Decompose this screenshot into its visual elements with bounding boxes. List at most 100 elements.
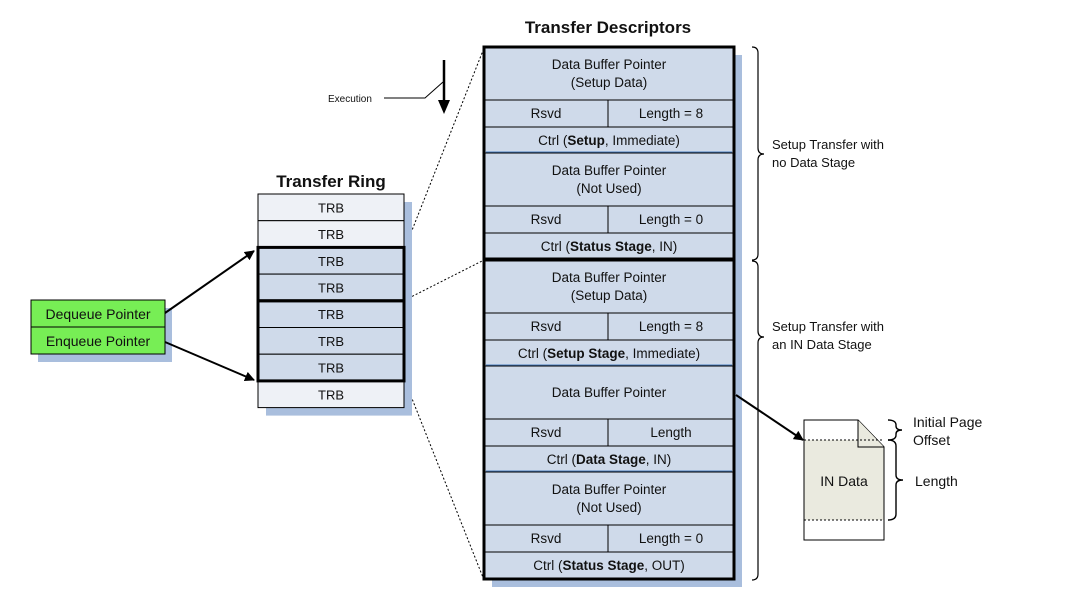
- brace-td1: [751, 46, 765, 261]
- trb-slot[interactable]: [257, 193, 405, 222]
- ctrl-label: Ctrl (Status Stage, IN): [541, 239, 678, 254]
- transfer-ring-title: Transfer Ring: [276, 172, 386, 191]
- ctrl-suffix: , OUT): [644, 558, 685, 573]
- ctrl-suffix: , Immediate): [605, 133, 680, 148]
- data-buffer-pointer-field[interactable]: [483, 152, 735, 207]
- ctrl-prefix: Ctrl (: [538, 133, 568, 148]
- trb-label: TRB: [318, 254, 344, 269]
- dequeue-pointer-label: Dequeue Pointer: [45, 306, 150, 322]
- length-label: Length: [915, 473, 958, 489]
- ctrl-type: Data Stage: [576, 452, 646, 467]
- in-data-page: IN Data Initial Page Offset Length: [735, 394, 982, 541]
- length-label: Length = 0: [639, 212, 703, 227]
- ctrl-prefix: Ctrl (: [533, 558, 563, 573]
- ctrl-suffix: , Immediate): [625, 346, 700, 361]
- ctrl-type: Status Stage: [562, 558, 644, 573]
- trb-descriptor: Data Buffer Pointer (Setup Data) Rsvd Lengt…: [483, 46, 735, 155]
- zoom-line-bottom: [404, 380, 485, 581]
- pointer-line2: (Not Used): [576, 500, 641, 515]
- length-label: Length: [650, 425, 691, 440]
- trb-label: TRB: [318, 307, 344, 322]
- offset-brace: [887, 419, 903, 441]
- transfer-descriptors-title: Transfer Descriptors: [525, 18, 691, 37]
- transfer-ring: TRB TRB TRB TRB TRB TRB TRB TRB: [256, 193, 412, 416]
- length-field[interactable]: [607, 418, 735, 447]
- trb-descriptor: Data Buffer Pointer (Not Used) Rsvd Length …: [483, 152, 735, 260]
- brace-td2: [751, 260, 765, 581]
- ctrl-suffix: , IN): [652, 239, 678, 254]
- ctrl-label: Ctrl (Setup, Immediate): [538, 133, 680, 148]
- ctrl-suffix: , IN): [646, 452, 672, 467]
- in-data-label: IN Data: [820, 473, 868, 489]
- ring-pointers: Dequeue Pointer Enqueue Pointer: [30, 250, 255, 382]
- length-brace: [887, 439, 904, 521]
- brace-td1-line1: Setup Transfer with: [772, 137, 884, 152]
- length-label: Length = 8: [639, 106, 703, 121]
- ctrl-type: Setup Stage: [547, 346, 626, 361]
- zoom-guide-lines: [404, 47, 485, 581]
- length-field[interactable]: [607, 312, 735, 341]
- offset-label-line2: Offset: [913, 432, 950, 448]
- pointer-line1: Data Buffer Pointer: [552, 385, 667, 400]
- pointer-line1: Data Buffer Pointer: [552, 57, 667, 72]
- data-buffer-pointer-field[interactable]: [483, 259, 735, 314]
- ctrl-prefix: Ctrl (: [541, 239, 571, 254]
- rsvd-field[interactable]: [483, 312, 609, 341]
- data-buffer-pointer-field[interactable]: [483, 46, 735, 101]
- pointer-line1: Data Buffer Pointer: [552, 163, 667, 178]
- ctrl-field[interactable]: [483, 232, 735, 260]
- trb-label: TRB: [318, 280, 344, 295]
- rsvd-label: Rsvd: [531, 212, 562, 227]
- pointer-line1: Data Buffer Pointer: [552, 482, 667, 497]
- trb-label: TRB: [318, 200, 344, 215]
- pointer-line2: (Setup Data): [571, 75, 648, 90]
- ctrl-type: Setup: [567, 133, 605, 148]
- rsvd-label: Rsvd: [531, 106, 562, 121]
- trb-slot[interactable]: [257, 380, 405, 409]
- trb-label: TRB: [318, 227, 344, 242]
- td-braces: Setup Transfer with no Data Stage Setup …: [751, 46, 884, 581]
- data-buffer-pointer-field[interactable]: [483, 471, 735, 526]
- ctrl-prefix: Ctrl (: [518, 346, 548, 361]
- execution-arrow-head-icon: [438, 100, 450, 114]
- trb-label: TRB: [318, 387, 344, 402]
- enqueue-pointer-box[interactable]: [30, 326, 166, 355]
- ctrl-label: Ctrl (Data Stage, IN): [547, 452, 672, 467]
- rsvd-label: Rsvd: [531, 319, 562, 334]
- rsvd-label: Rsvd: [531, 425, 562, 440]
- brace-td2-line1: Setup Transfer with: [772, 319, 884, 334]
- dequeue-pointer-box[interactable]: [30, 299, 166, 328]
- in-data-region: [804, 440, 884, 520]
- execution-leader-line: [384, 81, 444, 99]
- ctrl-label: Ctrl (Status Stage, OUT): [533, 558, 685, 573]
- trb-label: TRB: [318, 334, 344, 349]
- zoom-line-middle: [404, 259, 485, 301]
- enqueue-arrow: [164, 341, 255, 382]
- data-pointer-arrow: [735, 394, 804, 441]
- rsvd-field[interactable]: [483, 205, 609, 234]
- td2-outline: [482, 258, 736, 581]
- pointer-line1: Data Buffer Pointer: [552, 270, 667, 285]
- td2-ring-outline: [256, 299, 406, 383]
- length-field[interactable]: [607, 205, 735, 234]
- ctrl-prefix: Ctrl (: [547, 452, 577, 467]
- dequeue-arrow: [164, 250, 255, 314]
- pointer-line2: (Setup Data): [571, 288, 648, 303]
- trb-descriptor: Data Buffer Pointer (Not Used) Rsvd Length …: [483, 471, 735, 579]
- ctrl-field[interactable]: [483, 551, 735, 579]
- execution-indicator: Execution: [328, 60, 450, 114]
- brace-td1-line2: no Data Stage: [772, 155, 855, 170]
- pointer-line2: (Not Used): [576, 181, 641, 196]
- brace-td2-line2: an IN Data Stage: [772, 337, 872, 352]
- rsvd-label: Rsvd: [531, 531, 562, 546]
- ctrl-label: Ctrl (Setup Stage, Immediate): [518, 346, 700, 361]
- length-label: Length = 0: [639, 531, 703, 546]
- trb-label: TRB: [318, 361, 344, 376]
- ctrl-type: Status Stage: [570, 239, 652, 254]
- length-field[interactable]: [607, 99, 735, 128]
- enqueue-pointer-label: Enqueue Pointer: [46, 333, 151, 349]
